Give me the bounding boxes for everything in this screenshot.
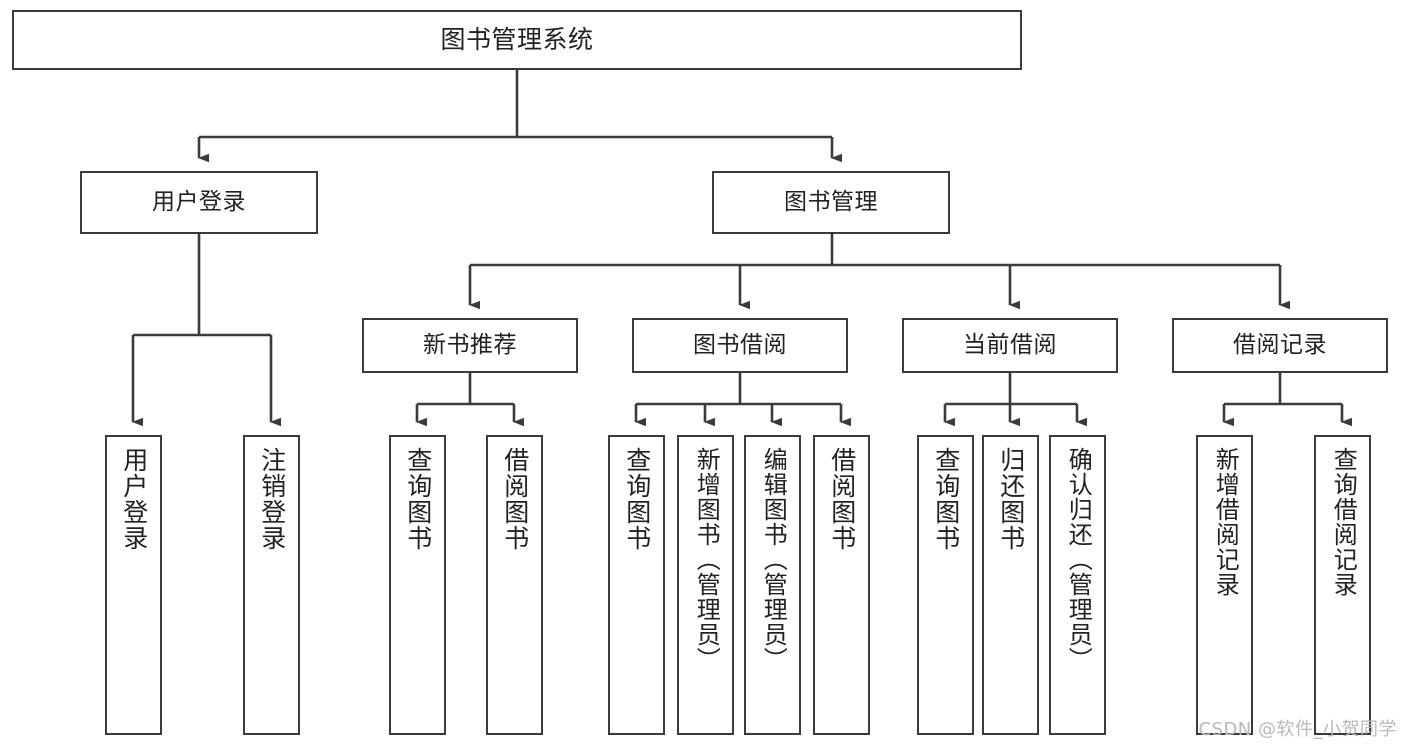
node-leaf-query-book-1-label: 查询图书 — [403, 447, 433, 551]
node-current-borrow[interactable]: 当前借阅 — [902, 318, 1118, 373]
node-leaf-query-book-2-label: 查询图书 — [622, 447, 652, 551]
node-leaf-logout[interactable]: 注销登录 — [243, 435, 300, 735]
node-leaf-add-book-label: 新增图书（管理员） — [692, 447, 721, 672]
node-new-book-rec[interactable]: 新书推荐 — [362, 318, 578, 373]
node-leaf-query-book-3[interactable]: 查询图书 — [917, 435, 974, 735]
node-leaf-add-book[interactable]: 新增图书（管理员） — [677, 435, 734, 735]
node-root[interactable]: 图书管理系统 — [12, 10, 1022, 70]
node-leaf-add-record-label: 新增借阅记录 — [1211, 447, 1240, 597]
node-leaf-query-book-3-label: 查询图书 — [931, 447, 961, 551]
csdn-watermark: CSDN @软件_小贺同学 — [1198, 719, 1397, 740]
node-borrow-record[interactable]: 借阅记录 — [1172, 318, 1388, 373]
node-book-borrow[interactable]: 图书借阅 — [632, 318, 848, 373]
node-leaf-user-login[interactable]: 用户登录 — [105, 435, 162, 735]
node-leaf-query-book-1[interactable]: 查询图书 — [389, 435, 446, 735]
node-leaf-edit-book-label: 编辑图书（管理员） — [759, 447, 788, 672]
node-leaf-borrow-book-1[interactable]: 借阅图书 — [486, 435, 543, 735]
node-borrow-record-label: 借阅记录 — [1233, 331, 1327, 358]
node-leaf-user-login-label: 用户登录 — [119, 447, 149, 551]
node-leaf-logout-label: 注销登录 — [257, 447, 287, 551]
node-book-borrow-label: 图书借阅 — [693, 331, 787, 358]
node-leaf-query-book-2[interactable]: 查询图书 — [608, 435, 665, 735]
node-leaf-add-record[interactable]: 新增借阅记录 — [1196, 435, 1253, 735]
node-leaf-edit-book[interactable]: 编辑图书（管理员） — [744, 435, 801, 735]
node-leaf-return-book[interactable]: 归还图书 — [982, 435, 1039, 735]
node-leaf-return-book-label: 归还图书 — [996, 447, 1026, 551]
node-leaf-confirm-return-label: 确认归还（管理员） — [1064, 447, 1093, 672]
node-root-label: 图书管理系统 — [440, 25, 594, 55]
node-leaf-query-record[interactable]: 查询借阅记录 — [1314, 435, 1371, 735]
node-book-manage[interactable]: 图书管理 — [712, 171, 950, 234]
node-leaf-borrow-book-2-label: 借阅图书 — [827, 447, 857, 551]
node-leaf-query-record-label: 查询借阅记录 — [1329, 447, 1358, 597]
node-leaf-borrow-book-2[interactable]: 借阅图书 — [813, 435, 870, 735]
node-new-book-rec-label: 新书推荐 — [423, 331, 517, 358]
node-leaf-confirm-return[interactable]: 确认归还（管理员） — [1049, 435, 1106, 735]
node-user-login[interactable]: 用户登录 — [80, 171, 318, 234]
node-book-manage-label: 图书管理 — [784, 188, 878, 215]
node-current-borrow-label: 当前借阅 — [963, 331, 1057, 358]
node-leaf-borrow-book-1-label: 借阅图书 — [500, 447, 530, 551]
node-user-login-label: 用户登录 — [152, 188, 246, 215]
